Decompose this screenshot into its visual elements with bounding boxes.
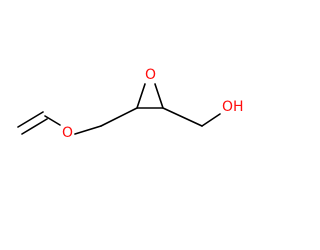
molecule-structure: O O OH bbox=[17, 67, 244, 141]
epoxide-carbon-to-methylene-bond bbox=[162, 107, 203, 127]
epoxide-oxygen-label: O bbox=[145, 67, 156, 83]
vinyl-double-bond-a bbox=[17, 111, 44, 128]
ether-oxygen-label: O bbox=[62, 125, 73, 141]
epoxide-right-oxygen-bond bbox=[154, 83, 164, 109]
vinyl-to-ether-oxygen-bond bbox=[44, 115, 61, 126]
methylene-to-epoxide-carbon-bond bbox=[100, 107, 138, 127]
epoxide-left-oxygen-bond bbox=[136, 83, 146, 109]
vinyl-double-bond-b bbox=[21, 118, 48, 135]
methylene-to-hydroxyl-bond bbox=[201, 113, 221, 127]
structure-canvas: O O OH bbox=[17, 67, 244, 141]
hydroxyl-label: OH bbox=[222, 99, 244, 115]
ether-oxygen-to-methylene-bond bbox=[74, 125, 102, 135]
